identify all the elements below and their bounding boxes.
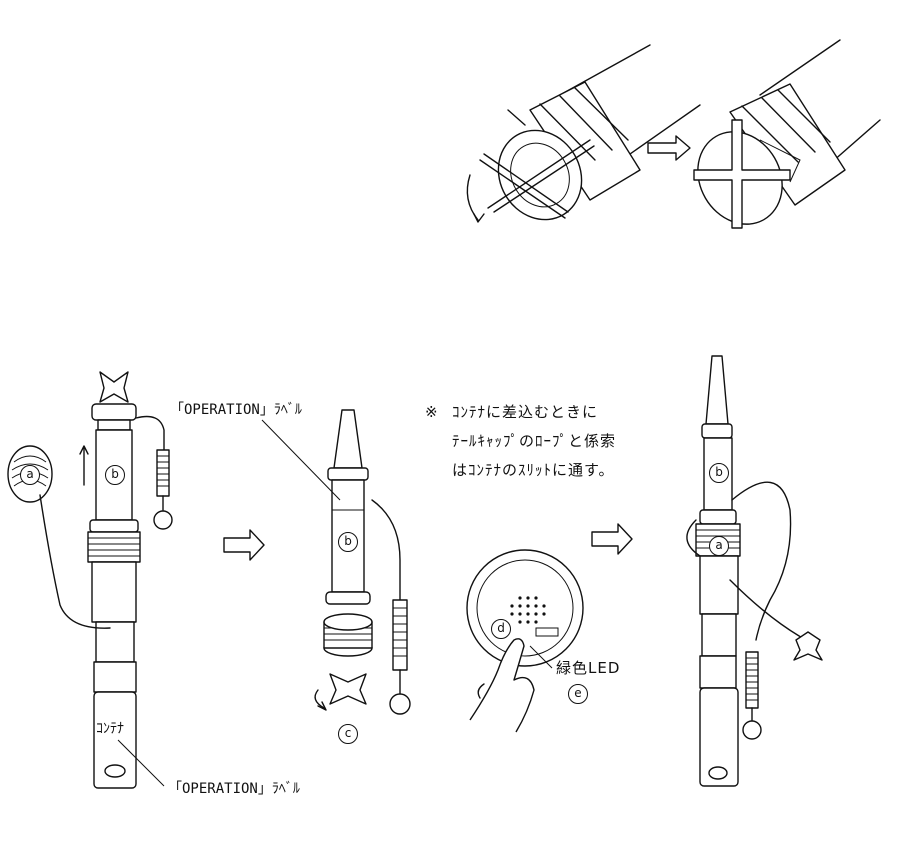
cap-detail-right <box>681 40 880 240</box>
figure-3-switch <box>467 550 583 732</box>
operation-label-bottom: 「OPERATION」ﾗﾍﾞﾙ <box>168 781 300 797</box>
figure-1-container <box>8 372 172 788</box>
marker-e-fig3: e <box>568 684 588 704</box>
marker-c-fig2: c <box>338 724 358 744</box>
arrow-right-icon <box>648 136 690 160</box>
arrow-right-icon <box>592 524 632 554</box>
arrow-right-icon <box>224 530 264 560</box>
operation-label-top: 「OPERATION」ﾗﾍﾞﾙ <box>170 402 302 418</box>
note-line-3: はｺﾝﾃﾅのｽﾘｯﾄに通す。 <box>452 461 615 479</box>
note-line-1: ｺﾝﾃﾅに差込むときに <box>452 403 599 421</box>
figure-4-assembled <box>687 356 822 786</box>
marker-a-spool: a <box>20 465 40 485</box>
marker-d-fig3: d <box>491 619 511 639</box>
marker-b-fig2: b <box>338 532 358 552</box>
note-line-2: ﾃｰﾙｷｬｯﾌﾟのﾛｰﾌﾟと係索 <box>452 432 617 450</box>
finger-press-icon <box>470 639 534 732</box>
figure-2-disassembly <box>262 410 410 714</box>
note-mark: ※ <box>425 403 439 421</box>
cap-detail-left <box>467 45 700 235</box>
green-led-label: 緑色LED <box>556 659 621 677</box>
speaker-grid <box>510 596 546 624</box>
marker-a-fig4: a <box>709 536 729 556</box>
container-label: ｺﾝﾃﾅ <box>96 721 124 737</box>
marker-b-fig4: b <box>709 463 729 483</box>
marker-b-fig1: b <box>105 465 125 485</box>
